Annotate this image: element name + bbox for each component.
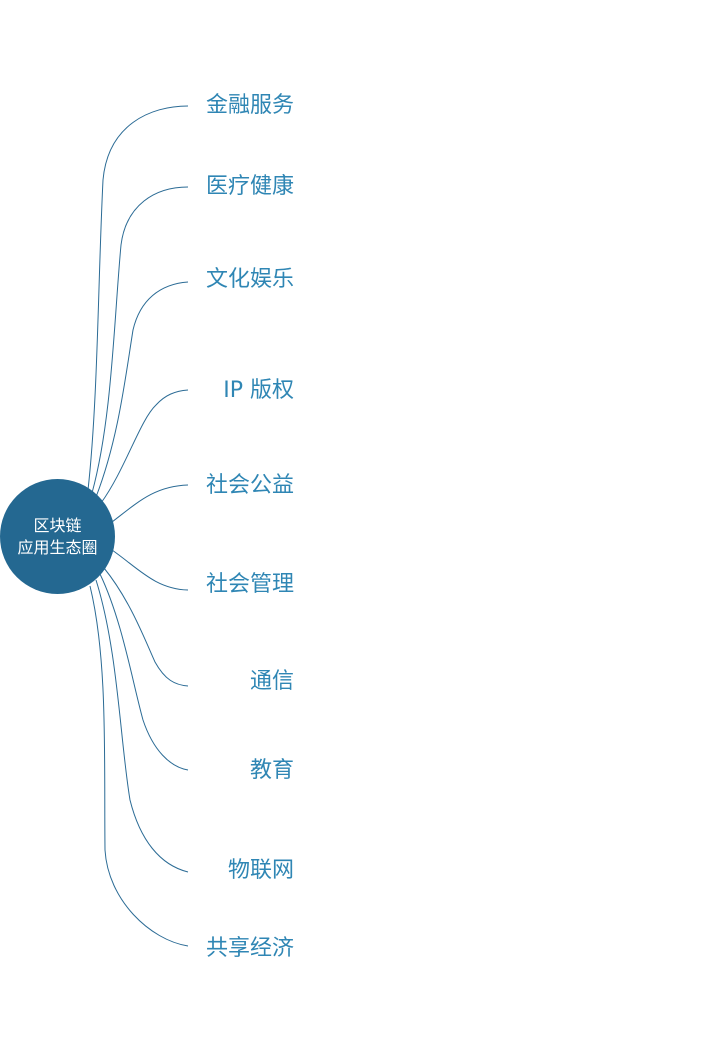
connector-jinrong-fuwu bbox=[87, 105, 189, 491]
connector-yiliao-jiankang bbox=[91, 186, 189, 494]
branch-wulianwang[interactable]: 物联网 bbox=[227, 858, 294, 883]
branch-jiaoyu[interactable]: 教育 bbox=[249, 758, 294, 783]
branch-shehui-guanli[interactable]: 社会管理 bbox=[205, 572, 294, 597]
branch-shehui-gongyi[interactable]: 社会公益 bbox=[205, 473, 294, 498]
branch-tongxin[interactable]: 通信 bbox=[249, 669, 294, 694]
hub-label-line2: 应用生态圈 bbox=[17, 537, 98, 557]
connector-gongxiang-jingji bbox=[89, 585, 189, 947]
connector-jiaoyu bbox=[99, 573, 189, 771]
connector-ip-banquan bbox=[100, 389, 189, 504]
branch-yiliao-jiankang[interactable]: 医疗健康 bbox=[205, 174, 294, 199]
branch-gongxiang-jingji[interactable]: 共享经济 bbox=[205, 936, 294, 961]
connector-shehui-guanli bbox=[111, 549, 189, 591]
branch-jinrong-fuwu[interactable]: 金融服务 bbox=[205, 93, 294, 118]
connector-wenhua-yule bbox=[95, 281, 189, 498]
connector-tongxin bbox=[103, 567, 189, 687]
connector-shehui-gongyi bbox=[111, 484, 189, 523]
branch-ip-banquan[interactable]: IP 版权 bbox=[223, 378, 294, 403]
hub-label-line1: 区块链 bbox=[33, 515, 82, 535]
hub-node[interactable]: 区块链 应用生态圈 bbox=[0, 479, 115, 594]
branch-wenhua-yule[interactable]: 文化娱乐 bbox=[205, 267, 294, 292]
connector-wulianwang bbox=[95, 579, 189, 873]
